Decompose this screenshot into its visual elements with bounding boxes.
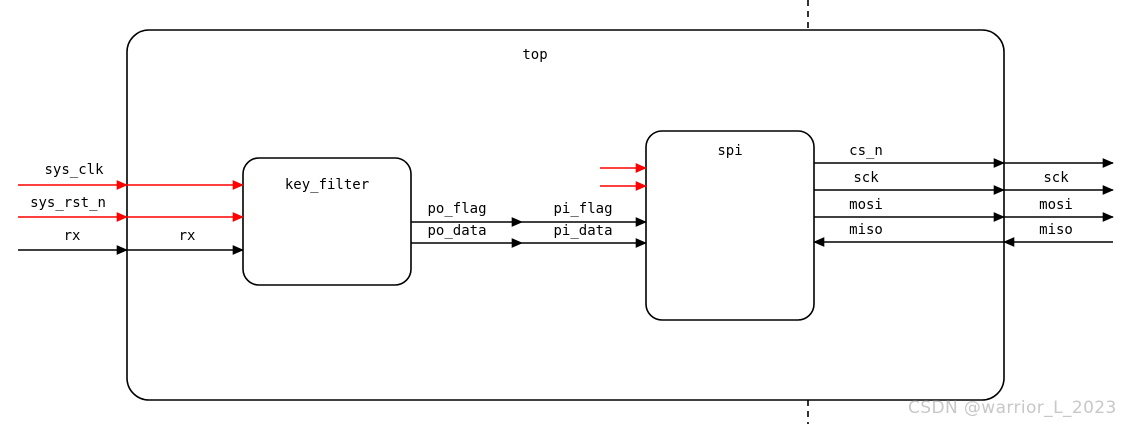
signal-label-mosi-internal: mosi [849,197,883,213]
signal-label-miso-internal: miso [849,222,883,238]
signal-label-cs-n-internal: cs_n [849,143,883,159]
signal-label-sys-clk: sys_clk [44,162,104,178]
signal-label-miso-external: miso [1039,222,1073,238]
signal-label-pi-data: pi_data [553,223,613,239]
signal-label-sck-internal: sck [853,170,879,186]
block-spi [645,130,815,321]
signal-label-rx-external: rx [63,228,81,244]
signal-label-sys-rst-n: sys_rst_n [30,195,106,211]
signal-label-mosi-external: mosi [1039,197,1073,213]
block-label-spi: spi [717,143,743,159]
signal-label-po-data: po_data [427,223,487,239]
watermark: CSDN @warrior_L_2023 [908,398,1117,418]
signal-label-sck-external: sck [1043,170,1069,186]
signal-label-po-flag: po_flag [427,201,487,217]
signal-label-rx-internal: rx [178,228,196,244]
block-label-key-filter: key_filter [284,177,370,193]
block-label-top: top [522,47,548,63]
signal-label-pi-flag: pi_flag [553,201,613,217]
